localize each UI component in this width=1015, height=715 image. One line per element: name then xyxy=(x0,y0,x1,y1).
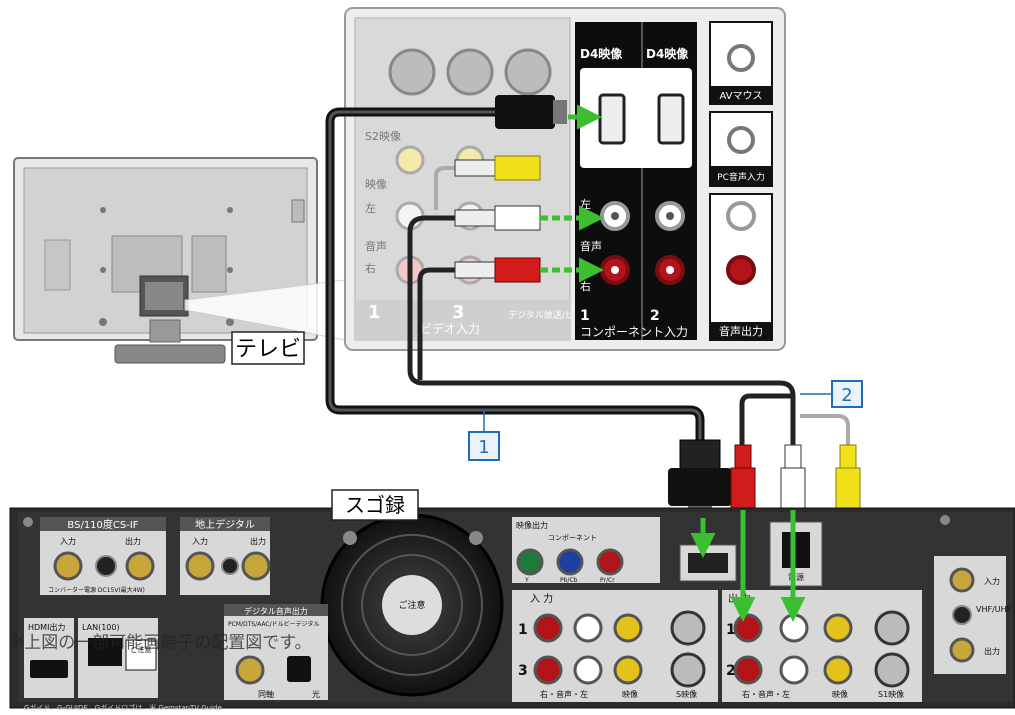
svg-text:HDMI出力: HDMI出力 xyxy=(28,622,65,632)
cable-1-label: 1 xyxy=(468,410,500,461)
svg-text:S2映像: S2映像 xyxy=(365,130,401,143)
svg-text:2: 2 xyxy=(841,385,852,406)
footnote: ※上図の一部可能画端子の配置図です。 xyxy=(10,633,312,653)
svg-text:VHF/UHF: VHF/UHF xyxy=(976,605,1012,614)
tv-label: テレビ xyxy=(231,331,305,365)
svg-text:LAN(100): LAN(100) xyxy=(82,623,120,632)
recorder-side-plugs xyxy=(668,439,861,516)
svg-text:ご注意: ご注意 xyxy=(131,645,152,654)
svg-text:左: 左 xyxy=(365,202,376,215)
svg-text:出力: 出力 xyxy=(250,536,266,546)
svg-text:音声出力: 音声出力 xyxy=(719,324,763,338)
cable-2-label: 2 xyxy=(800,380,863,408)
svg-text:同軸: 同軸 xyxy=(258,689,274,699)
svg-text:入力: 入力 xyxy=(984,576,1000,586)
svg-text:コンポーネント: コンポーネント xyxy=(548,534,597,542)
svg-text:入 力: 入 力 xyxy=(530,592,553,605)
svg-text:映像: 映像 xyxy=(832,689,848,699)
svg-text:Pb/Cb: Pb/Cb xyxy=(560,577,578,584)
svg-text:右・音声・左: 右・音声・左 xyxy=(742,689,790,699)
svg-text:1: 1 xyxy=(726,622,736,638)
svg-text:入力: 入力 xyxy=(192,536,208,546)
cable-2-rca-audio xyxy=(407,166,850,450)
recorder-panel: BS/110度CS-IF 入力 出力 コンバーター電源 DC15V(最大4W) … xyxy=(9,507,1015,712)
svg-text:D4映像: D4映像 xyxy=(580,46,623,61)
svg-text:ビデオ入力: ビデオ入力 xyxy=(420,321,480,336)
svg-text:左: 左 xyxy=(580,198,591,211)
svg-text:1: 1 xyxy=(518,622,528,638)
cable-1-d-terminal xyxy=(325,107,705,440)
svg-text:右: 右 xyxy=(365,261,376,275)
svg-text:S映像: S映像 xyxy=(676,689,697,699)
svg-text:AVマウス: AVマウス xyxy=(719,90,762,102)
svg-text:ご注意: ご注意 xyxy=(398,599,425,611)
svg-text:地上デジタル: 地上デジタル xyxy=(195,518,255,531)
svg-text:Pr/Cr: Pr/Cr xyxy=(600,577,615,584)
svg-text:映像: 映像 xyxy=(622,689,638,699)
svg-text:テレビ: テレビ xyxy=(235,337,301,362)
svg-text:出力: 出力 xyxy=(984,646,1000,656)
svg-text:PCM/DTS/AAC/ドルビーデジタル: PCM/DTS/AAC/ドルビーデジタル xyxy=(228,620,319,628)
recorder-label: スゴ録 xyxy=(331,489,419,521)
svg-text:S1映像: S1映像 xyxy=(878,689,904,699)
svg-text:右・音声・左: 右・音声・左 xyxy=(540,689,588,699)
tv-side-plugs xyxy=(454,95,567,283)
svg-text:1: 1 xyxy=(478,437,489,458)
svg-text:2: 2 xyxy=(726,663,736,679)
svg-text:PC音声入力: PC音声入力 xyxy=(717,171,765,183)
svg-text:スゴ録: スゴ録 xyxy=(345,493,405,517)
svg-text:電源: 電源 xyxy=(788,573,804,582)
svg-text:3: 3 xyxy=(452,302,465,323)
svg-text:BS/110度CS-IF: BS/110度CS-IF xyxy=(67,518,138,531)
svg-text:Y: Y xyxy=(524,577,529,584)
svg-text:映像: 映像 xyxy=(365,178,387,191)
tv-back-illustration xyxy=(13,157,346,364)
svg-text:1: 1 xyxy=(580,308,590,324)
svg-text:出力: 出力 xyxy=(125,536,141,546)
svg-text:出 力: 出 力 xyxy=(728,592,751,605)
tv-green-arrows xyxy=(540,104,604,283)
svg-text:光: 光 xyxy=(312,689,320,699)
svg-text:1: 1 xyxy=(368,302,381,323)
svg-text:右: 右 xyxy=(580,279,591,293)
svg-text:音声: 音声 xyxy=(365,239,387,253)
svg-text:コンポーネント入力: コンポーネント入力 xyxy=(580,325,688,339)
svg-text:Gガイド、G-GUIDE、Gガイドロゴは、米 Gemstar: Gガイド、G-GUIDE、Gガイドロゴは、米 Gemstar-TV Guide xyxy=(24,703,222,712)
svg-text:3: 3 xyxy=(518,663,528,679)
svg-text:音声: 音声 xyxy=(580,239,602,253)
svg-text:D4映像: D4映像 xyxy=(646,46,689,61)
recorder-green-arrows xyxy=(690,510,806,622)
svg-text:入力: 入力 xyxy=(60,536,76,546)
svg-text:映像出力: 映像出力 xyxy=(516,520,548,530)
svg-text:2: 2 xyxy=(650,308,660,324)
svg-text:デジタル音声出力: デジタル音声出力 xyxy=(244,606,308,616)
svg-text:コンバーター電源 DC15V(最大4W): コンバーター電源 DC15V(最大4W) xyxy=(48,586,145,594)
